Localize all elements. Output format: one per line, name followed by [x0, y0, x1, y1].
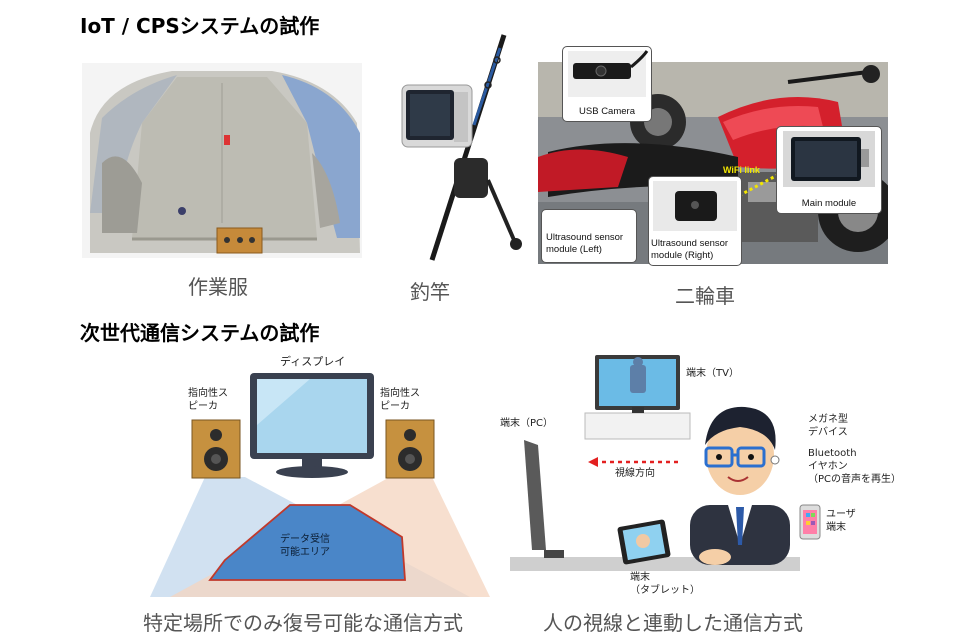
- right-speaker-label: 指向性ス ピーカ: [380, 387, 420, 413]
- tv-label: 端末（TV）: [686, 368, 739, 379]
- ultrasound-right-callout: Ultrasound sensor module (Right): [648, 176, 742, 266]
- usb-camera-icon: [568, 50, 649, 97]
- bluetooth-earphone-label: Bluetooth イヤホン （PCの音声を再生）: [808, 447, 902, 486]
- user-terminal-label: ユーザ 端末: [826, 508, 856, 534]
- directional-speaker-diagram: ディスプレイ 指向性ス ピーカ 指向性ス ピーカ データ受信 可能エリア: [150, 355, 490, 600]
- next-gen-section-title: 次世代通信システムの試作: [80, 321, 320, 345]
- tablet-label: 端末 （タブレット）: [630, 571, 700, 597]
- usb-camera-label: USB Camera: [579, 106, 635, 117]
- glasses-device-label-1: メガネ型: [808, 414, 848, 425]
- fishing-rod-photo: [392, 30, 532, 265]
- ultrasound-left-label-2: module (Left): [546, 244, 602, 255]
- data-area-label-1: データ受信: [280, 534, 330, 545]
- right-speaker-label-1: 指向性ス: [380, 388, 420, 399]
- usb-camera-callout: USB Camera: [562, 46, 652, 122]
- bluetooth-label-3: （PCの音声を再生）: [808, 474, 902, 485]
- display-label: ディスプレイ: [280, 355, 346, 368]
- gaze-comm-diagram: 端末（TV） 端末（PC） 視線方向 メガネ型 デバイス Bluetooth イ…: [500, 345, 902, 600]
- display-icon: [250, 373, 374, 478]
- data-area-label: データ受信 可能エリア: [280, 533, 330, 559]
- tablet-label-1: 端末: [630, 572, 650, 583]
- workwear-photo: [82, 63, 362, 258]
- left-speaker-icon: [191, 419, 241, 479]
- wifi-link-label: WiFi link: [723, 165, 760, 175]
- iot-section-title: IoT / CPSシステムの試作: [80, 14, 320, 38]
- directional-comm-caption: 特定場所でのみ復号可能な通信方式: [143, 611, 463, 635]
- pc-monitor-icon: [524, 440, 564, 558]
- left-speaker-label: 指向性ス ピーカ: [188, 387, 228, 413]
- motorcycle-caption: 二輪車: [675, 284, 735, 308]
- ultrasound-right-label-2: module (Right): [651, 250, 714, 261]
- workwear-caption: 作業服: [188, 275, 248, 299]
- ultrasound-left-label-1: Ultrasound sensor: [546, 232, 624, 243]
- data-area-label-2: 可能エリア: [280, 547, 330, 558]
- tablet-label-2: （タブレット）: [630, 585, 700, 596]
- smartphone-icon: [799, 504, 821, 540]
- tv-icon: [584, 355, 691, 440]
- glasses-device-label: メガネ型 デバイス: [808, 413, 848, 439]
- main-module-icon: [783, 131, 875, 187]
- fishing-rod-caption: 釣竿: [410, 280, 450, 304]
- left-speaker-label-2: ピーカ: [188, 401, 218, 412]
- user-terminal-label-1: ユーザ: [826, 509, 856, 520]
- main-module-label: Main module: [801, 198, 857, 209]
- tablet-icon: [617, 519, 671, 565]
- gaze-comm-caption: 人の視線と連動した通信方式: [543, 611, 803, 635]
- ultrasound-sensor-icon: [653, 181, 737, 231]
- user-person-icon: [690, 406, 790, 565]
- right-speaker-icon: [385, 419, 435, 479]
- ultrasound-left-callout: Ultrasound sensor module (Left): [541, 209, 637, 263]
- gaze-direction-label: 視線方向: [615, 468, 655, 479]
- main-module-callout: Main module: [776, 126, 882, 214]
- right-speaker-label-2: ピーカ: [380, 401, 410, 412]
- bluetooth-label-2: イヤホン: [808, 461, 848, 472]
- user-terminal-label-2: 端末: [826, 522, 846, 533]
- bluetooth-label-1: Bluetooth: [808, 448, 857, 459]
- glasses-device-label-2: デバイス: [808, 427, 848, 438]
- left-speaker-label-1: 指向性ス: [188, 388, 228, 399]
- pc-label: 端末（PC）: [500, 418, 554, 429]
- ultrasound-right-label-1: Ultrasound sensor: [651, 238, 729, 249]
